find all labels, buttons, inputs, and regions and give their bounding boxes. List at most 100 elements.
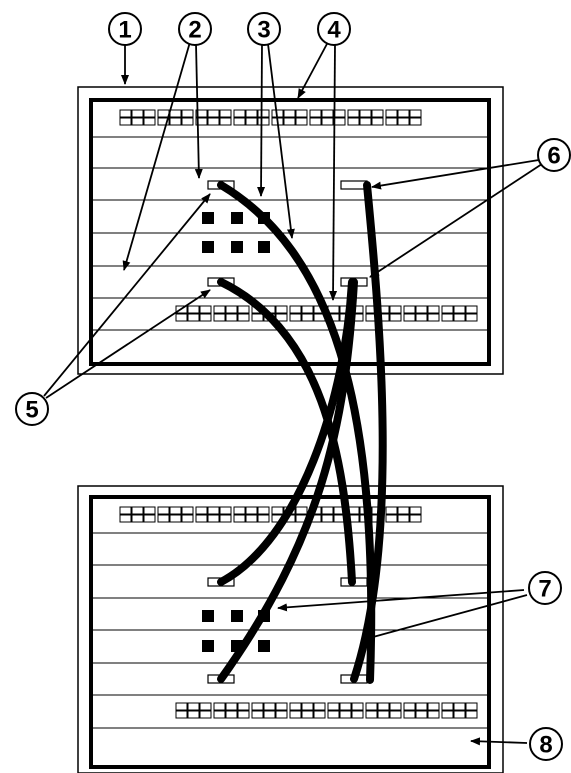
- port: [327, 702, 340, 711]
- port: [199, 305, 212, 314]
- callout-8: 8: [529, 727, 563, 761]
- port: [371, 109, 384, 118]
- port: [301, 305, 314, 314]
- port: [385, 514, 398, 523]
- leader-7b: [361, 594, 528, 642]
- callout-4-label: 4: [327, 17, 341, 44]
- port: [271, 506, 284, 515]
- leader-8: [470, 737, 528, 746]
- port: [143, 506, 156, 515]
- port: [385, 117, 398, 126]
- port: [465, 710, 478, 719]
- port: [143, 117, 156, 126]
- port: [233, 506, 246, 515]
- port: [251, 710, 264, 719]
- port: [195, 109, 208, 118]
- port: [321, 117, 334, 126]
- port: [181, 117, 194, 126]
- callout-7: 7: [528, 571, 562, 605]
- cable-b: [217, 278, 356, 586]
- leader-2b: [122, 41, 191, 271]
- port: [339, 702, 352, 711]
- port: [397, 514, 410, 523]
- port: [257, 514, 270, 523]
- callout-1-label: 1: [118, 17, 131, 44]
- port: [359, 117, 372, 126]
- port: [131, 117, 144, 126]
- port: [251, 702, 264, 711]
- cable-e: [350, 181, 387, 683]
- leader-6a: [371, 158, 546, 190]
- leader-lines: [43, 41, 546, 746]
- port: [225, 702, 238, 711]
- leader-4b: [329, 43, 338, 301]
- port: [245, 514, 258, 523]
- port: [157, 109, 170, 118]
- port: [119, 514, 132, 523]
- port: [333, 117, 346, 126]
- top-cabinet: [77, 86, 504, 375]
- port: [301, 710, 314, 719]
- bottom-port-grid-upper: [119, 506, 422, 523]
- port: [213, 702, 226, 711]
- callout-3: 3: [247, 12, 281, 46]
- port: [377, 702, 390, 711]
- port: [389, 710, 402, 719]
- port: [465, 305, 478, 314]
- callout-2-label: 2: [188, 17, 201, 44]
- port: [143, 109, 156, 118]
- port: [403, 710, 416, 719]
- port: [207, 506, 220, 515]
- leader-6b: [369, 161, 546, 278]
- port: [409, 117, 422, 126]
- port: [301, 702, 314, 711]
- port: [321, 514, 334, 523]
- port: [199, 702, 212, 711]
- port: [441, 702, 454, 711]
- callout-8-label: 8: [539, 732, 552, 759]
- port: [313, 710, 326, 719]
- cable-d: [217, 278, 358, 683]
- callout-4: 4: [317, 12, 351, 46]
- port: [295, 506, 308, 515]
- port: [283, 109, 296, 118]
- port: [389, 313, 402, 322]
- port: [441, 305, 454, 314]
- bottom-cabinet: [77, 485, 504, 773]
- port: [143, 514, 156, 523]
- port: [175, 313, 188, 322]
- callout-7-label: 7: [538, 576, 551, 603]
- port: [427, 305, 440, 314]
- leader-4a: [297, 41, 329, 99]
- port: [169, 109, 182, 118]
- port: [389, 702, 402, 711]
- port: [389, 305, 402, 314]
- port: [219, 109, 232, 118]
- port: [283, 117, 296, 126]
- callout-5: 5: [15, 392, 49, 426]
- port: [397, 109, 410, 118]
- port: [233, 117, 246, 126]
- port: [169, 506, 182, 515]
- port: [397, 506, 410, 515]
- port: [245, 109, 258, 118]
- port: [321, 506, 334, 515]
- port: [415, 313, 428, 322]
- port: [289, 313, 302, 322]
- port: [415, 702, 428, 711]
- port: [327, 710, 340, 719]
- port: [207, 117, 220, 126]
- port: [187, 305, 200, 314]
- port: [275, 702, 288, 711]
- callout-6-label: 6: [547, 143, 560, 170]
- callout-6: 6: [537, 138, 571, 172]
- port: [181, 514, 194, 523]
- port: [403, 702, 416, 711]
- port: [385, 109, 398, 118]
- port: [199, 313, 212, 322]
- port: [225, 313, 238, 322]
- port: [187, 313, 200, 322]
- port: [175, 702, 188, 711]
- port: [207, 109, 220, 118]
- port: [225, 710, 238, 719]
